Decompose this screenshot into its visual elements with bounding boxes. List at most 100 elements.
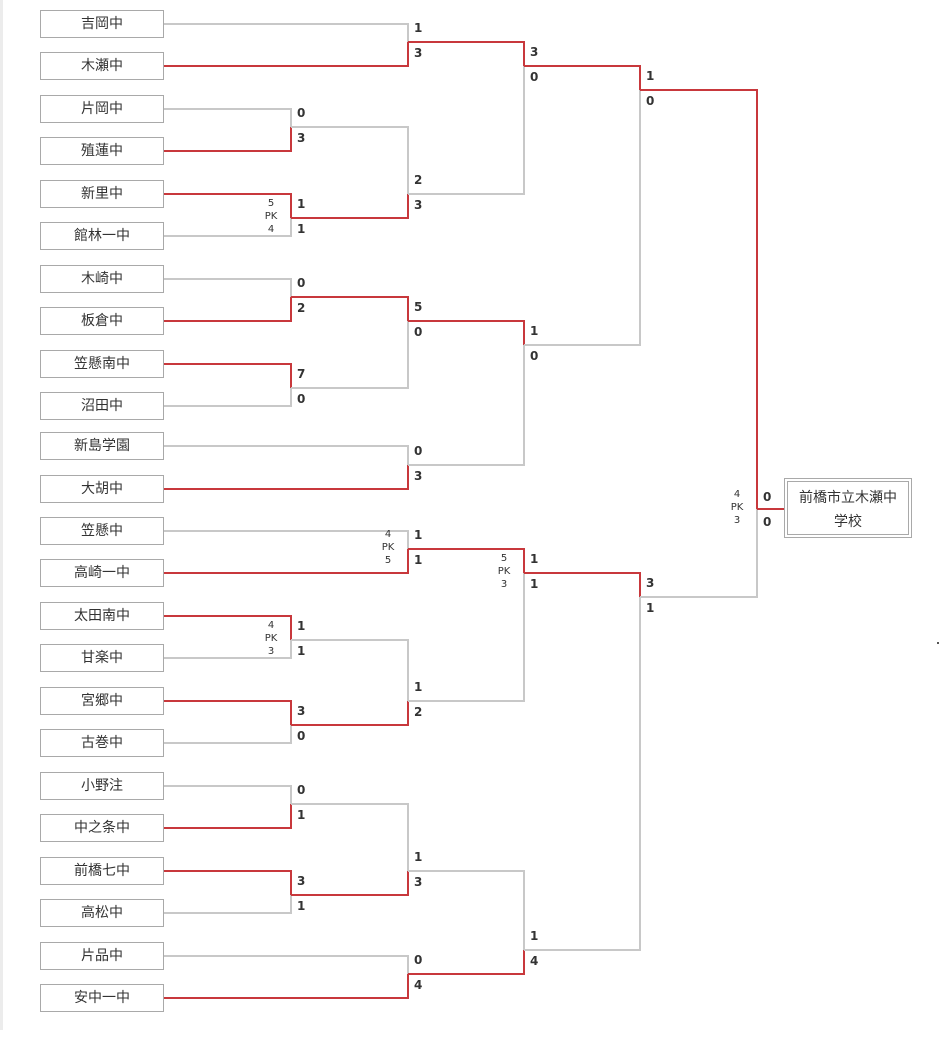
r1-match-5-score-bottom: 1: [297, 644, 306, 658]
r4-match-1-score-top: 1: [646, 69, 655, 83]
r1-match-2-score-top: 1: [297, 197, 306, 211]
r1-match-4-score-bottom: 0: [297, 392, 306, 406]
r3-match-2-score-bottom: 0: [530, 349, 539, 363]
r1-match-2-score-bottom: 1: [297, 222, 306, 236]
r1-match-4-top-line: [164, 363, 292, 388]
r2-match-7-bottom-line: [291, 871, 409, 896]
r2-match-5-bottom-line: [164, 549, 409, 574]
final-top-line: [640, 89, 758, 509]
r3-match-3-pk-top: 5: [500, 553, 508, 564]
r3-match-4-score-top: 1: [530, 929, 539, 943]
r1-match-2-top-line: [164, 193, 292, 218]
r2-match-3-top-line: [291, 296, 409, 321]
team-box: 沼田中: [40, 392, 164, 420]
r1-match-4-score-top: 7: [297, 367, 306, 381]
r2-match-5-score-top: 1: [414, 528, 423, 542]
team-box: 板倉中: [40, 307, 164, 335]
r4-match-2-top-line: [524, 572, 641, 597]
r1-match-5-pk-label: PK: [264, 633, 278, 644]
team-box: 笠懸南中: [40, 350, 164, 378]
r2-match-3-score-top: 5: [414, 300, 423, 314]
r1-match-3-score-bottom: 2: [297, 301, 306, 315]
r3-match-4-bottom-line: [408, 950, 525, 975]
final-score-bottom: 0: [763, 515, 772, 529]
r1-match-5-bottom-line: [164, 640, 292, 659]
r3-match-3-score-bottom: 1: [530, 577, 539, 591]
r4-match-2-score-bottom: 1: [646, 601, 655, 615]
r1-match-1-bottom-line: [164, 127, 292, 152]
r1-match-7-score-bottom: 1: [297, 808, 306, 822]
left-border-strip: [0, 0, 3, 1030]
r2-match-1-top-line: [164, 23, 409, 42]
team-box: 木瀬中: [40, 52, 164, 80]
r1-match-2-pk-top: 5: [267, 198, 275, 209]
team-box: 吉岡中: [40, 10, 164, 38]
r2-match-4-score-bottom: 3: [414, 469, 423, 483]
r2-match-5-pk-top: 4: [384, 529, 392, 540]
final-match-pk-label: PK: [730, 502, 744, 513]
team-box: 甘楽中: [40, 644, 164, 672]
r4-match-1-top-line: [524, 65, 641, 90]
r1-match-7-score-top: 0: [297, 783, 306, 797]
champion-box: 前橋市立木瀬中 学校: [784, 478, 912, 538]
r1-match-8-score-top: 3: [297, 874, 306, 888]
r1-match-7-top-line: [164, 785, 292, 804]
r3-match-3-pk-bottom: 3: [500, 579, 508, 590]
r1-match-5-pk-bottom: 3: [267, 646, 275, 657]
team-box: 古巻中: [40, 729, 164, 757]
r2-match-7-score-top: 1: [414, 850, 423, 864]
r2-match-7-score-bottom: 3: [414, 875, 423, 889]
r2-match-5-score-bottom: 1: [414, 553, 423, 567]
team-box: 小野注: [40, 772, 164, 800]
r2-match-8-score-bottom: 4: [414, 978, 423, 992]
r3-match-1-score-bottom: 0: [530, 70, 539, 84]
team-box: 太田南中: [40, 602, 164, 630]
team-box: 殖蓮中: [40, 137, 164, 165]
r2-match-4-top-line: [164, 445, 409, 465]
r1-match-7-bottom-line: [164, 804, 292, 829]
r1-match-5-top-line: [164, 615, 292, 640]
r2-match-8-top-line: [164, 955, 409, 974]
team-box: 前橋七中: [40, 857, 164, 885]
team-box: 笠懸中: [40, 517, 164, 545]
r3-match-2-score-top: 1: [530, 324, 539, 338]
r1-match-3-bottom-line: [164, 297, 292, 322]
r2-match-3-score-bottom: 0: [414, 325, 423, 339]
r1-match-2-bottom-line: [164, 218, 292, 237]
team-box: 片岡中: [40, 95, 164, 123]
r2-match-6-score-top: 1: [414, 680, 423, 694]
r3-match-1-top-line: [408, 41, 525, 66]
team-box: 高松中: [40, 899, 164, 927]
stray-dot: [937, 642, 939, 644]
team-box: 大胡中: [40, 475, 164, 503]
r3-match-3-pk-label: PK: [497, 566, 511, 577]
r3-match-1-score-top: 3: [530, 45, 539, 59]
r2-match-3-bottom-line: [291, 321, 409, 389]
r3-match-4-top-line: [408, 870, 525, 950]
final-match-pk-top: 4: [733, 489, 741, 500]
r2-match-6-top-line: [291, 639, 409, 701]
r2-match-1-bottom-line: [164, 42, 409, 67]
team-box: 宮郷中: [40, 687, 164, 715]
r3-match-3-bottom-line: [408, 573, 525, 702]
r1-match-6-top-line: [164, 700, 292, 725]
r3-match-2-top-line: [408, 320, 525, 345]
r1-match-8-bottom-line: [164, 895, 292, 914]
r2-match-4-bottom-line: [164, 465, 409, 490]
r2-match-6-score-bottom: 2: [414, 705, 423, 719]
r2-match-1-score-bottom: 3: [414, 46, 423, 60]
r1-match-6-bottom-line: [164, 725, 292, 744]
team-box: 新里中: [40, 180, 164, 208]
team-box: 木崎中: [40, 265, 164, 293]
r4-match-2-score-top: 3: [646, 576, 655, 590]
team-box: 中之条中: [40, 814, 164, 842]
r2-match-2-bottom-line: [291, 194, 409, 219]
r2-match-1-score-top: 1: [414, 21, 423, 35]
r4-match-2-bottom-line: [524, 597, 641, 951]
r2-match-4-score-top: 0: [414, 444, 423, 458]
r3-match-1-bottom-line: [408, 66, 525, 195]
champion-name-line2: 学校: [834, 514, 862, 530]
r1-match-3-score-top: 0: [297, 276, 306, 290]
team-box: 安中一中: [40, 984, 164, 1012]
